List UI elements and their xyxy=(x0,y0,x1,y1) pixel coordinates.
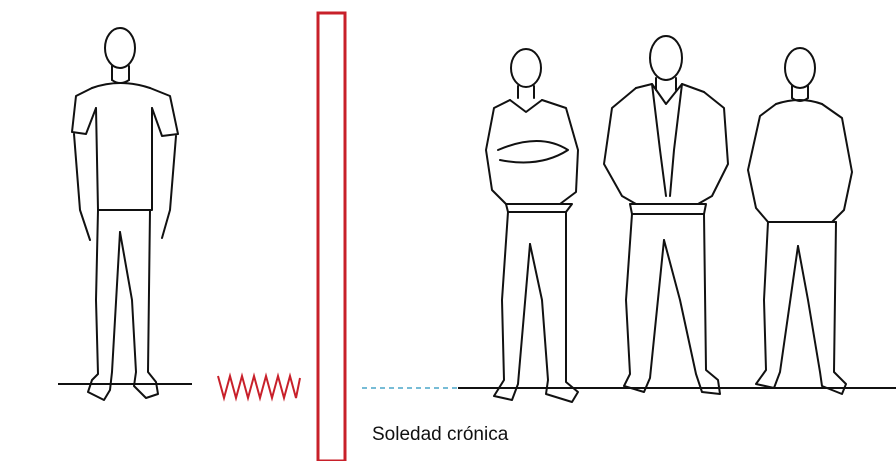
barrier-wall xyxy=(316,11,347,461)
group-person-sweater xyxy=(747,47,853,395)
caption-label: Soledad crónica xyxy=(372,424,509,445)
zigzag-signal xyxy=(217,372,301,402)
group-person-jacket xyxy=(603,35,729,395)
group-person-arms-crossed xyxy=(485,48,579,403)
isolated-person xyxy=(71,27,179,401)
